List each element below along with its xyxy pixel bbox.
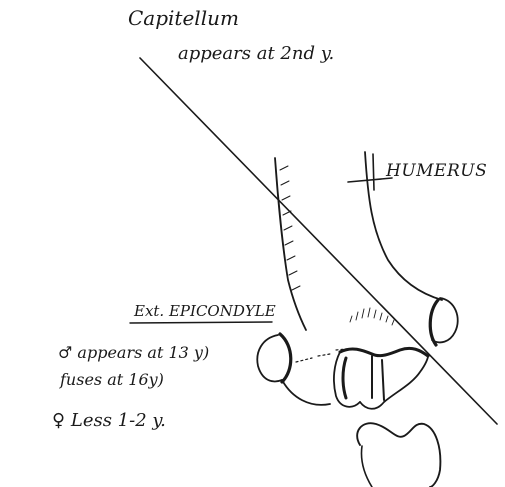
humerus-shaft-left [275,158,306,330]
trochlea-body [372,356,384,400]
condyle-lower-outline [282,380,330,405]
shaft-hatching [280,166,300,290]
trochlea-outline [360,356,428,409]
humerus-label: HUMERUS [386,163,487,180]
capitellum-core [343,358,346,398]
capitellum-age-label: appears at 2nd y. [178,45,334,63]
capitellum-label: Capitellum [128,8,239,28]
lateral-ossification-center [280,334,291,382]
olecranon [357,423,440,487]
epicondyle-label: Ext. EPICONDYLE [134,304,276,319]
male-appears-label: ♂ appears at 13 y) [58,345,209,361]
capitellum-pointer-line [140,58,497,424]
female-label: ♀ Less 1-2 y. [52,412,166,430]
lateral-epicondyle-outline [257,335,282,381]
male-fuses-label: fuses at 16y) [60,372,164,388]
medial-ossification-center [430,300,438,345]
epicondyle-underline [130,322,272,323]
radial-head [361,446,372,487]
articular-surface [340,348,428,356]
